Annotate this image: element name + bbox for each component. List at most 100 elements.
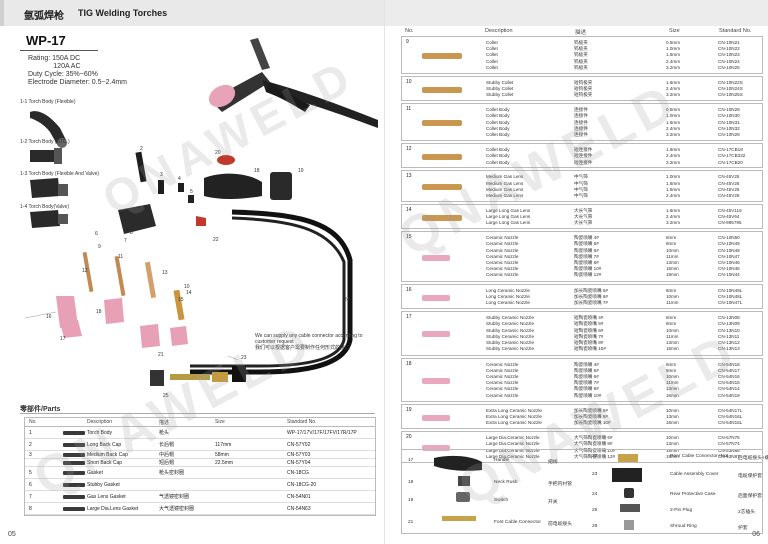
callout: 14 — [186, 290, 192, 296]
callout: 2 — [140, 146, 143, 152]
group-number: 12 — [406, 146, 412, 153]
accessory-n: 26 — [592, 524, 598, 529]
callout: 10 — [184, 284, 190, 290]
page-header: 氩弧焊枪 TIG Welding Torches — [0, 0, 384, 26]
accessory-n: 22 — [592, 454, 598, 459]
accessory-c: 后电缆接头+螺母 — [738, 456, 768, 461]
part-image — [422, 331, 450, 338]
part-image — [63, 442, 85, 447]
model-title: WP-17 — [26, 33, 66, 48]
accessory-c: 2芯插头 — [738, 510, 756, 515]
part-image — [63, 430, 85, 435]
group-number: 14 — [406, 207, 412, 213]
part-image — [422, 153, 462, 160]
callout: 8 — [130, 230, 133, 236]
callout: 6 — [95, 231, 98, 237]
accessory-c: 开关 — [548, 500, 558, 505]
accessory-n: 19 — [408, 498, 414, 503]
callout: 25 — [163, 393, 169, 399]
callout: 19 — [298, 168, 304, 174]
accessory-d: Cable Assembly Cover — [670, 472, 719, 477]
page-number: 06 — [752, 531, 760, 538]
callout: 24 — [344, 297, 350, 303]
spec-duty: Duty Cycle: 35%~60% — [28, 71, 98, 78]
chinese-title: 氩弧焊枪 — [24, 11, 64, 22]
group-number: 15 — [406, 234, 412, 241]
group-number: 9 — [406, 39, 409, 45]
callout: 3 — [160, 172, 163, 178]
part-image — [422, 120, 462, 127]
torch-body-label-3: 1-3 Torch Body (Flexible And Valve) — [20, 171, 100, 177]
torch-body-1-1 — [30, 111, 67, 148]
part-image — [422, 86, 462, 93]
accessory-d: Neck Rush — [494, 480, 518, 485]
part-image — [422, 254, 450, 261]
accessory-images — [434, 454, 642, 530]
accessory-c: 护套 — [738, 526, 748, 531]
part-image — [63, 460, 85, 465]
accessory-d: Handle — [494, 458, 510, 463]
accessory-n: 24 — [592, 492, 598, 497]
accessory-c: 电缆保护套 — [738, 474, 762, 479]
accessory-d: Shroud Ring — [670, 524, 697, 529]
torch-body-1-4 — [30, 210, 68, 228]
callout: 23 — [241, 355, 247, 361]
parts-title: 零部件/Parts — [20, 406, 61, 413]
group-number: 20 — [406, 434, 412, 441]
part-image — [422, 184, 462, 191]
part-image — [422, 214, 462, 221]
accessory-n: 23 — [592, 472, 598, 477]
accessory-d: Rear Protective Case — [670, 492, 716, 497]
torch-exploded-diagram — [24, 38, 378, 386]
callout: 11 — [118, 254, 124, 260]
group-number: 19 — [406, 407, 412, 413]
group-number: 13 — [406, 173, 412, 180]
accessory-d: Rear Cable Connector+Nut — [670, 454, 728, 459]
callout: 22 — [213, 237, 219, 243]
accessory-c: 后面保护套 — [738, 494, 762, 499]
part-image — [422, 377, 450, 384]
group-number: 11 — [406, 106, 412, 113]
cable-connector-note: We can supply any cable connector accord… — [255, 333, 363, 351]
accessory-n: 18 — [408, 480, 414, 485]
accessory-d: Switch — [494, 498, 509, 503]
accessory-n: 25 — [592, 508, 598, 513]
part-image — [63, 482, 85, 487]
table-header: No. Description 描述 Size Standard No. — [405, 28, 752, 36]
group-number: 10 — [406, 79, 412, 85]
accessory-n: 21 — [408, 520, 414, 525]
group-number: 18 — [406, 360, 412, 367]
accessory-n: 17 — [408, 458, 414, 463]
callout: 5 — [190, 189, 193, 195]
spec-electrode: Electrode Diameter: 0.5~2.4mm — [28, 79, 128, 86]
callout: 16 — [46, 314, 52, 320]
page-header — [385, 0, 768, 26]
callout: 18 — [254, 168, 260, 174]
english-title: TIG Welding Torches — [78, 8, 168, 18]
callout: 7 — [124, 238, 127, 244]
callout: 18 — [96, 309, 102, 315]
accessory-d: Font Cable Connector — [494, 520, 541, 525]
torch-body-label-1: 1-1 Torch Body (Flexible) — [20, 99, 76, 105]
accessory-c: 手把内衬管 — [548, 482, 572, 487]
callout: 4 — [178, 176, 181, 182]
left-page: 氩弧焊枪 TIG Welding Torches WP-17 Rating: 1… — [0, 0, 384, 538]
callout: 20 — [215, 150, 221, 156]
